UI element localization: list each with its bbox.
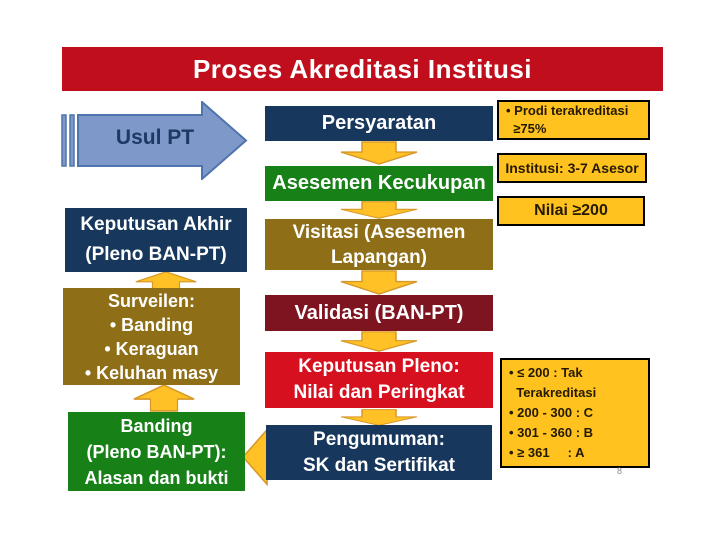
note-institusi-asesor: Institusi: 3-7 Asesor bbox=[497, 153, 647, 183]
flow-step-banding: Banding (Pleno BAN-PT): Alasan dan bukti bbox=[68, 412, 245, 491]
flow-step-pengumuman: Pengumuman: SK dan Sertifikat bbox=[266, 425, 492, 480]
flow-step-keputusan-akhir: Keputusan Akhir (Pleno BAN-PT) bbox=[65, 208, 247, 272]
arrow-down-icon bbox=[340, 201, 418, 219]
arrow-down-icon bbox=[340, 331, 418, 352]
note-nilai: Nilai ≥200 bbox=[497, 196, 645, 226]
flow-step-surveilen: Surveilen: • Banding • Keraguan • Keluha… bbox=[63, 288, 240, 385]
note-peringkat-nilai: • ≤ 200 : Tak Terakreditasi • 200 - 300 … bbox=[500, 358, 650, 468]
page-title: Proses Akreditasi Institusi bbox=[62, 47, 663, 91]
arrow-down-icon bbox=[340, 270, 418, 295]
arrow-up-icon bbox=[133, 384, 195, 412]
flow-step-visitasi: Visitasi (Asesemen Lapangan) bbox=[265, 219, 493, 270]
arrow-down-icon bbox=[340, 409, 418, 426]
arrow-down-icon bbox=[340, 141, 418, 165]
flow-step-persyaratan: Persyaratan bbox=[265, 106, 493, 141]
flow-step-validasi: Validasi (BAN-PT) bbox=[265, 295, 493, 331]
usul-pt-arrow-icon bbox=[60, 99, 248, 185]
usul-pt-label: Usul PT bbox=[115, 126, 195, 149]
note-prodi-terakreditasi: • Prodi terakreditasi ≥75% bbox=[497, 100, 650, 140]
slide-number: 8 bbox=[617, 466, 623, 476]
flow-step-asesemen-kecukupan: Asesemen Kecukupan bbox=[265, 166, 493, 201]
flow-step-keputusan-pleno: Keputusan Pleno: Nilai dan Peringkat bbox=[265, 352, 493, 408]
